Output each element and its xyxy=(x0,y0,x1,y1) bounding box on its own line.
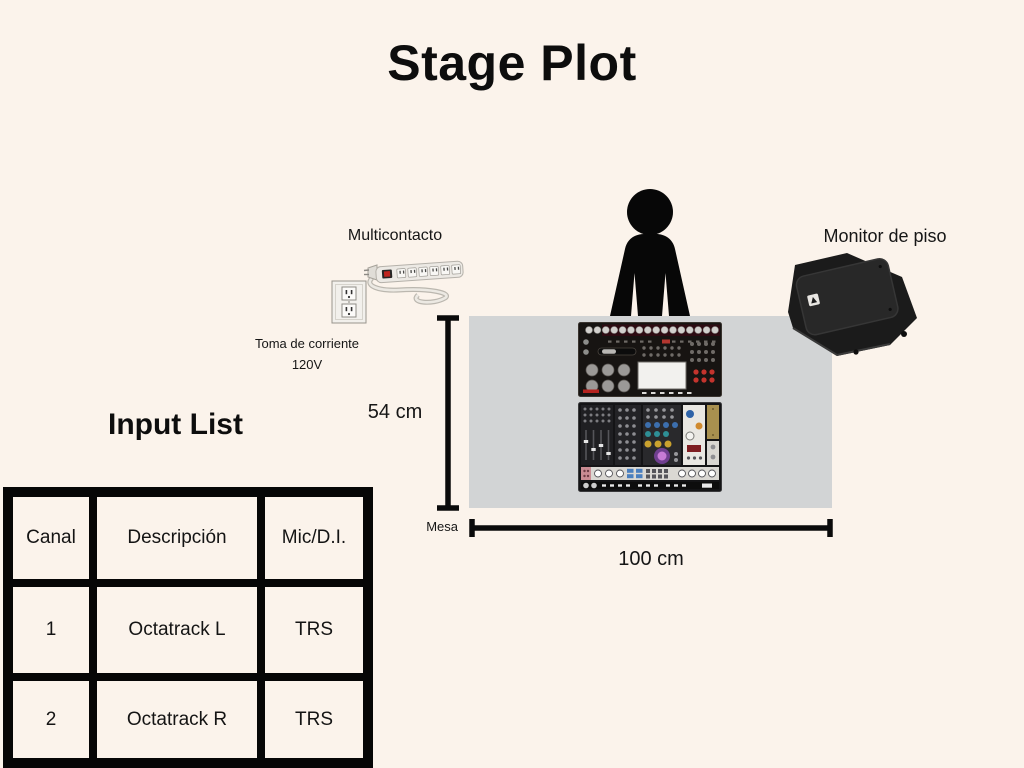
power-strip-icon xyxy=(363,260,464,305)
row-1-mic-di: TRS xyxy=(265,587,363,673)
eurorack-modular-icon xyxy=(578,402,722,492)
row-1-canal: 1 xyxy=(13,587,89,673)
column-header-descripcion: Descripción xyxy=(97,497,257,579)
wall-outlet-label-line1: Toma de corriente xyxy=(254,336,360,351)
table-depth-label: 54 cm xyxy=(367,401,423,423)
input-list-table: Canal Descripción Mic/D.I. 1 Octatrack L… xyxy=(3,487,373,768)
row-2-canal: 2 xyxy=(13,681,89,758)
input-list-title: Input List xyxy=(108,408,243,441)
table-width-label: 100 cm xyxy=(618,548,684,570)
width-dimension-line xyxy=(469,519,833,537)
column-header-canal: Canal xyxy=(13,497,89,579)
row-1-descripcion: Octatrack L xyxy=(97,587,257,673)
wall-outlet-label: Toma de corriente 120V xyxy=(222,333,392,375)
wall-outlet-label-line2: 120V xyxy=(291,357,323,372)
wall-outlet-icon xyxy=(331,280,367,324)
wedge-monitor-icon xyxy=(788,253,917,357)
column-header-mic-di: Mic/D.I. xyxy=(265,497,363,579)
floor-monitor-label: Monitor de piso xyxy=(823,226,947,246)
page-title: Stage Plot xyxy=(387,35,637,91)
person-silhouette-icon xyxy=(610,189,690,316)
power-strip-label: Multicontacto xyxy=(347,227,443,244)
octatrack-sampler-icon xyxy=(578,322,722,397)
table-name-label: Mesa xyxy=(426,519,458,534)
height-dimension-line xyxy=(437,315,459,511)
row-2-descripcion: Octatrack R xyxy=(97,681,257,758)
row-2-mic-di: TRS xyxy=(265,681,363,758)
